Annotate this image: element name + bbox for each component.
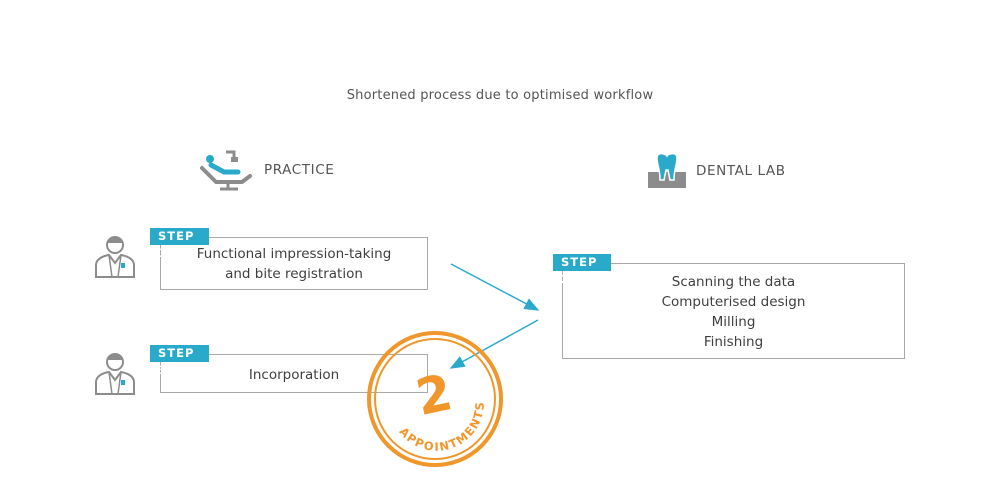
step-2-line: Finishing bbox=[703, 334, 764, 350]
tooth-icon bbox=[648, 152, 686, 188]
practice-label: PRACTICE bbox=[264, 162, 335, 178]
dentist-avatar-icon bbox=[95, 236, 135, 278]
step-2-line: Computerised design bbox=[661, 294, 806, 310]
diagram-title: Shortened process due to optimised workf… bbox=[346, 88, 654, 103]
step-1-box: Functional impression-taking and bite re… bbox=[160, 237, 428, 290]
arrow-step2-to-step3 bbox=[449, 319, 539, 369]
step-1-line: Functional impression-taking bbox=[196, 246, 392, 262]
dental-chair-icon bbox=[200, 150, 252, 191]
step-1-tag: STEP 1 bbox=[150, 228, 209, 260]
dental-lab-label: DENTAL LAB bbox=[696, 163, 786, 179]
practice-header: PRACTICE bbox=[198, 148, 334, 192]
dental-lab-header: DENTAL LAB bbox=[646, 152, 786, 190]
step-2-line: Scanning the data bbox=[671, 274, 796, 290]
step-2-box: Scanning the data Computerised design Mi… bbox=[562, 263, 905, 359]
dentist-avatar-icon bbox=[95, 353, 135, 395]
step-3-tag: STEP 3 bbox=[150, 345, 209, 377]
appointments-stamp: 2 APPOINTMENTS bbox=[367, 331, 503, 467]
stamp-number: 2 bbox=[411, 363, 457, 427]
step-2-line: Milling bbox=[711, 314, 756, 330]
step-3-line: Incorporation bbox=[248, 367, 340, 383]
arrow-step1-to-step2 bbox=[450, 263, 540, 311]
step-2-tag: STEP 2 bbox=[553, 254, 611, 286]
step-1-line: and bite registration bbox=[225, 266, 363, 282]
